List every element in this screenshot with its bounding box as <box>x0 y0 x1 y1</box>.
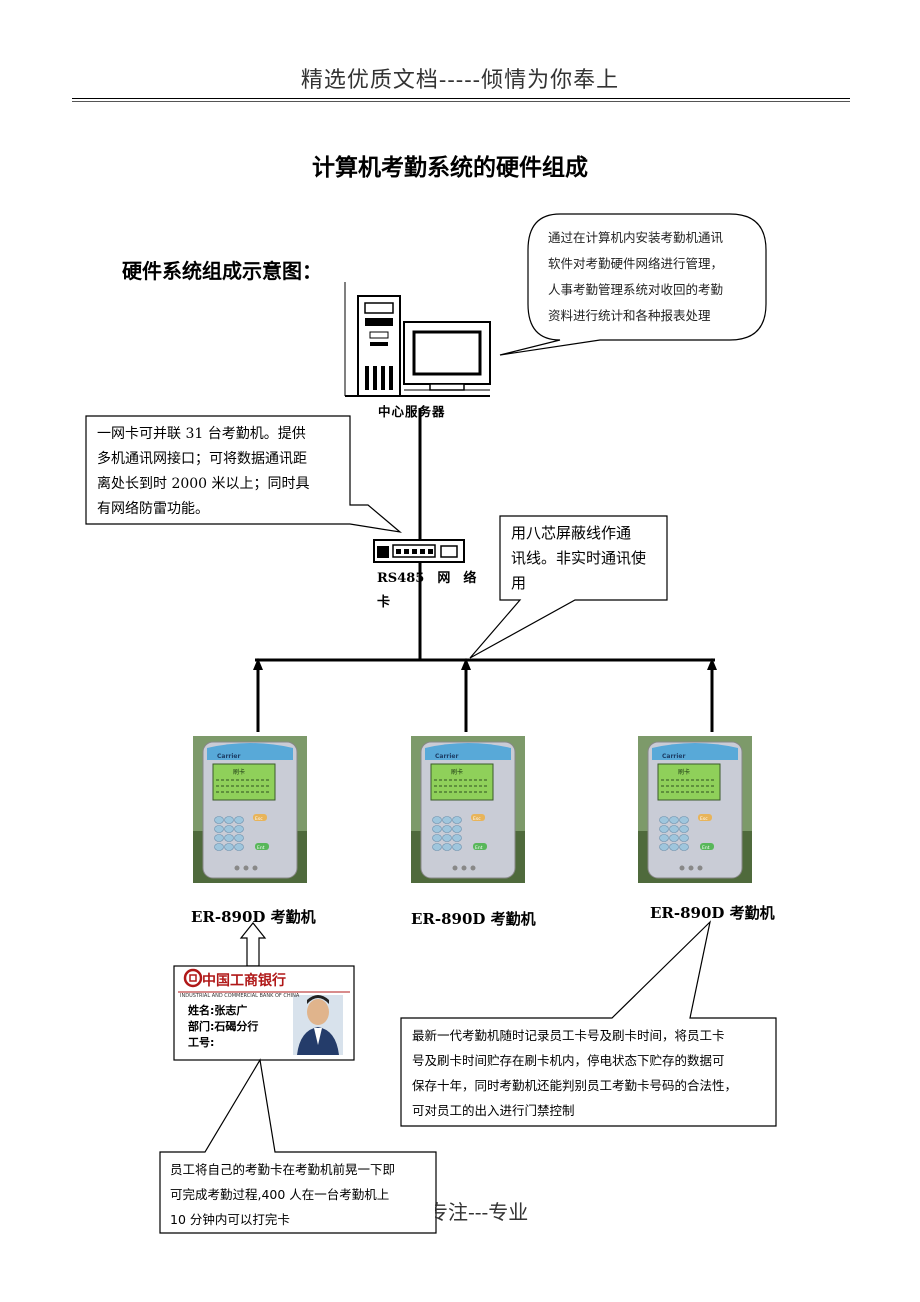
machine-label-3: ER-890D 考勤机 <box>650 904 775 922</box>
network-card-icon <box>373 539 465 563</box>
esc-button-label: Esc <box>473 816 481 822</box>
card-bank-name-en: INDUSTRIAL AND COMMERCIAL BANK OF CHINA <box>180 993 300 999</box>
card-usage-line-1: 员工将自己的考勤卡在考勤机前晃一下即 <box>170 1162 396 1177</box>
cable-line-3: 用 <box>511 574 527 592</box>
header-rule <box>72 98 850 99</box>
device-screen-text: 刷卡 <box>451 768 463 776</box>
diagram-subtitle: 硬件系统组成示意图： <box>122 259 322 283</box>
software-line-1: 通过在计算机内安装考勤机通讯 <box>548 230 724 245</box>
machine-line-4: 可对员工的出入进行门禁控制 <box>412 1103 575 1118</box>
bus-arrows <box>253 658 717 732</box>
machine-label-2: ER-890D 考勤机 <box>411 910 536 928</box>
card-name: 姓名:张志广 <box>188 1004 248 1017</box>
machine-line-1: 最新一代考勤机随时记录员工卡号及刷卡时间，将员工卡 <box>412 1028 725 1043</box>
icbc-logo-icon <box>183 968 203 988</box>
page-header: 精选优质文档-----倾情为你奉上 <box>300 68 620 93</box>
card-bank-name: 中国工商银行 <box>202 973 286 989</box>
network-line-3: 离处长到时 2000 米以上；同时具 <box>97 476 310 492</box>
card-usage-callout-bg <box>161 1153 435 1232</box>
server-computer-icon <box>344 282 491 397</box>
cable-callout-text: 用八芯屏蔽线作通 讯线。非实时通讯使 用 <box>511 521 663 596</box>
page-footer: 专注---专业 <box>428 1200 529 1224</box>
software-callout-bubble <box>499 213 767 356</box>
ent-button <box>700 843 714 850</box>
cable-line-1: 用八芯屏蔽线作通 <box>511 524 632 542</box>
esc-button-label: Esc <box>700 816 708 822</box>
network-line-1: 一网卡可并联 31 台考勤机。提供 <box>97 426 306 442</box>
machine-label-1: ER-890D 考勤机 <box>191 908 316 926</box>
software-line-2: 软件对考勤硬件网络进行管理， <box>548 256 724 271</box>
network-card-label: RS485 网 络 卡 <box>377 567 476 615</box>
card-employee-info: 姓名:张志广 部门:石碣分行 工号: <box>188 1003 258 1051</box>
esc-button <box>471 814 485 821</box>
card-usage-callout-text: 员工将自己的考勤卡在考勤机前晃一下即 可完成考勤过程,400 人在一台考勤机上 … <box>170 1157 432 1232</box>
esc-button-label: Esc <box>255 816 263 822</box>
device-brand-text: Carrier <box>435 753 458 760</box>
ent-button-label: Ent <box>257 845 265 851</box>
document-title: 计算机考勤系统的硬件组成 <box>312 155 588 181</box>
card-to-machine-arrow <box>239 922 267 967</box>
device-screen-text: 刷卡 <box>678 768 690 776</box>
software-line-4: 资料进行统计和各种报表处理 <box>548 308 711 323</box>
card-dept: 部门:石碣分行 <box>188 1020 259 1033</box>
network-line-4: 有网络防雷功能。 <box>97 501 209 517</box>
device-brand-text: Carrier <box>217 753 240 760</box>
machine-line-3: 保存十年，同时考勤机还能判别员工考勤卡号码的合法性， <box>412 1078 738 1093</box>
ent-button <box>255 843 269 850</box>
cable-callout-box <box>469 515 668 659</box>
software-callout-text: 通过在计算机内安装考勤机通讯 软件对考勤硬件网络进行管理， 人事考勤管理系统对收… <box>548 225 758 329</box>
device-screen-text: 刷卡 <box>233 768 245 776</box>
network-card-label-line-1: RS485 网 络 <box>377 571 477 586</box>
employee-id-card <box>173 965 355 1061</box>
ent-button-label: Ent <box>475 845 483 851</box>
esc-button <box>698 814 712 821</box>
card-usage-line-2: 可完成考勤过程,400 人在一台考勤机上 <box>170 1187 390 1202</box>
network-card-label-line-2: 卡 <box>377 595 391 610</box>
network-line-2: 多机通讯网接口；可将数据通讯距 <box>97 451 307 467</box>
card-no: 工号: <box>188 1036 215 1049</box>
server-label: 中心服务器 <box>378 404 446 419</box>
device-brand-text: Carrier <box>662 753 685 760</box>
cable-line-2: 讯线。非实时通讯使 <box>511 549 647 567</box>
machine-callout-text: 最新一代考勤机随时记录员工卡号及刷卡时间，将员工卡 号及刷卡时间贮存在刷卡机内，… <box>412 1023 772 1123</box>
network-callout-box <box>85 415 403 533</box>
ent-button <box>473 843 487 850</box>
machine-line-2: 号及刷卡时间贮存在刷卡机内，停电状态下贮存的数据可 <box>412 1053 725 1068</box>
header-rule-thin <box>72 101 850 102</box>
ent-button-label: Ent <box>702 845 710 851</box>
software-line-3: 人事考勤管理系统对收回的考勤 <box>548 282 724 297</box>
esc-button <box>253 814 267 821</box>
card-usage-line-3: 10 分钟内可以打完卡 <box>170 1212 290 1227</box>
network-callout-text: 一网卡可并联 31 台考勤机。提供 多机通讯网接口；可将数据通讯距 离处长到时 … <box>97 422 347 522</box>
machine-callout-box <box>400 920 777 1127</box>
